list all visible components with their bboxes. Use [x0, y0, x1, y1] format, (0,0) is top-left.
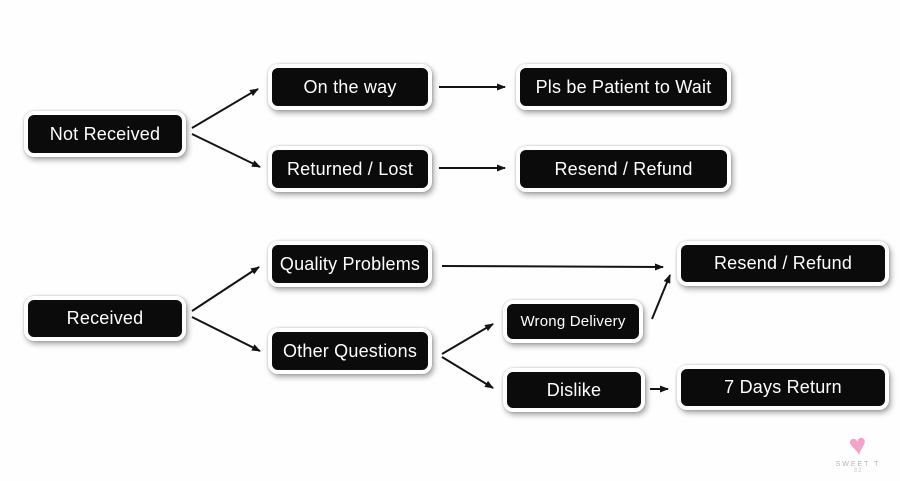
- arrow-other-questions-to-wrong-delivery: [441, 323, 494, 355]
- node-label: Other Questions: [282, 340, 418, 361]
- node-other-questions: Other Questions: [268, 328, 432, 374]
- arrow-other-questions-to-dislike: [441, 356, 494, 389]
- arrow-received-to-quality-problems: [191, 266, 260, 312]
- arrow-not-received-to-on-the-way: [191, 88, 259, 129]
- node-label: On the way: [303, 76, 397, 97]
- node-label: Returned / Lost: [286, 158, 414, 179]
- node-resend-refund-1: Resend / Refund: [516, 146, 731, 192]
- node-label: Received: [66, 308, 144, 328]
- node-label: Quality Problems: [279, 253, 421, 274]
- brand-watermark: ♥ SWEET T 32: [828, 428, 888, 475]
- node-wrong-delivery: Wrong Delivery: [503, 300, 643, 343]
- heart-icon: ♥: [846, 428, 870, 464]
- node-pls-be-patient: Pls be Patient to Wait: [516, 64, 731, 110]
- node-label: Resend / Refund: [554, 158, 693, 179]
- watermark-sub-text: 32: [853, 468, 863, 475]
- node-label: Dislike: [546, 379, 602, 400]
- arrow-wrong-delivery-to-resend-refund: [651, 274, 671, 320]
- node-label: Not Received: [49, 123, 161, 144]
- arrow-quality-problems-to-resend-refund: [441, 263, 664, 271]
- node-dislike: Dislike: [503, 368, 645, 412]
- arrow-not-received-to-returned-lost: [191, 133, 261, 168]
- node-resend-refund-2: Resend / Refund: [677, 241, 889, 286]
- node-label: Pls be Patient to Wait: [535, 76, 712, 97]
- node-quality-problems: Quality Problems: [268, 241, 432, 287]
- node-on-the-way: On the way: [268, 64, 432, 110]
- node-7-days-return: 7 Days Return: [677, 365, 889, 410]
- node-label: Wrong Delivery: [520, 313, 626, 330]
- node-not-received: Not Received: [24, 111, 186, 157]
- watermark-brand-text: SWEET T: [835, 460, 881, 468]
- node-returned-lost: Returned / Lost: [268, 146, 432, 192]
- node-label: Resend / Refund: [713, 253, 853, 273]
- arrow-received-to-other-questions: [191, 316, 261, 352]
- node-label: 7 Days Return: [724, 377, 842, 397]
- node-received: Received: [24, 296, 186, 341]
